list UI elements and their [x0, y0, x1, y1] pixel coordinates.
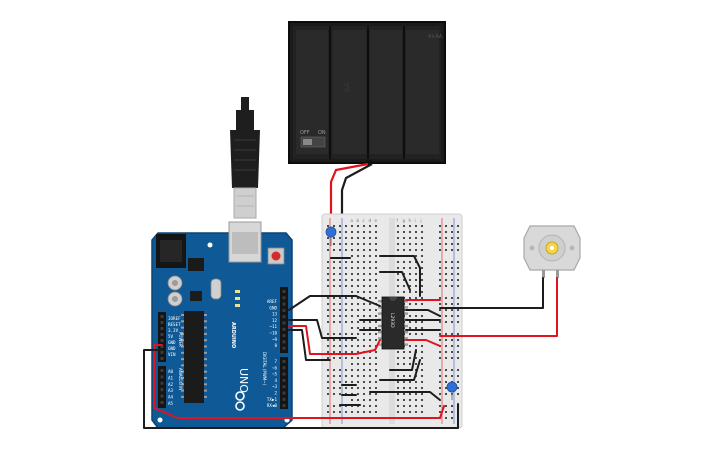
wire-pin10[interactable] [288, 325, 357, 355]
arduino-model-label: UNO [237, 368, 250, 393]
analog-header-label: ANALOG IN [178, 368, 183, 390]
usb-cable[interactable] [230, 97, 260, 219]
pin-label: 3.3V [168, 328, 179, 333]
pin-label: A1 [168, 375, 174, 380]
battery-cell-label: AA [343, 82, 351, 92]
pin-label: GND [168, 340, 176, 345]
motor-lead-red[interactable] [439, 277, 558, 337]
reset-button[interactable] [267, 247, 285, 265]
jumper-11[interactable] [355, 295, 381, 307]
pin-label: A5 [168, 401, 174, 406]
analog-header [158, 366, 166, 408]
battery-power-switch[interactable]: OFF ON [300, 130, 326, 148]
pin-label: ~9 [272, 337, 278, 342]
pin-label: ~3 [272, 384, 278, 389]
digital-header-bottom [280, 357, 288, 409]
wire-5v[interactable] [153, 344, 445, 419]
jumper-5[interactable] [405, 309, 441, 317]
pin-label: ~5 [272, 372, 278, 377]
battery-top-label: 4×AA [428, 34, 443, 40]
jumper-12[interactable] [355, 339, 381, 355]
breadboard-column-label: a [351, 218, 354, 223]
arduino-brand-label: ARDUINO [230, 322, 236, 348]
jumper-15[interactable] [389, 349, 417, 371]
breadboard-column-label: g [403, 218, 406, 223]
l293d-driver-ic[interactable]: L293D [378, 296, 408, 350]
pin-label: 2 [274, 391, 277, 396]
battery-cell-slots [329, 26, 405, 159]
pin-label: GND [269, 305, 277, 310]
breadboard-column-label: e [375, 218, 378, 223]
pin-label: 5V [168, 334, 174, 339]
arduino-logo [235, 391, 245, 411]
pin-label: AREF [267, 299, 278, 304]
jumper-16[interactable] [379, 359, 421, 381]
breadboard-column-label: j [420, 218, 422, 223]
breadboard-column-label: c [363, 218, 365, 223]
pin-label: ~10 [269, 331, 277, 336]
breadboard-column-label: f [397, 218, 399, 223]
wire-pin13[interactable] [288, 295, 357, 311]
jumper-2[interactable] [379, 255, 421, 297]
pin-label: 12 [272, 318, 278, 323]
pin-label: VIN [168, 352, 176, 357]
ic-label: L293D [389, 313, 395, 328]
pin-label: 13 [272, 312, 278, 317]
pin-label: TX▶1 [267, 397, 278, 402]
pin-label: A3 [168, 388, 174, 393]
pin-label: A0 [168, 369, 174, 374]
jumper-3[interactable] [379, 271, 411, 291]
battery-pack[interactable]: 4×AA AA OFF ON [288, 21, 446, 165]
breadboard-column-label: i [415, 218, 416, 223]
pin-label: A4 [168, 395, 174, 400]
atmega-chip [184, 311, 204, 403]
pin-label: 4 [274, 378, 277, 383]
pin-label: 8 [274, 343, 277, 348]
pin-label: IOREF [168, 316, 181, 321]
wire-pin11[interactable] [288, 319, 357, 339]
battery-red-lead[interactable] [329, 162, 369, 232]
breadboard-column-label: h [409, 218, 412, 223]
pin-label: RESET [168, 322, 181, 327]
pin-label: A2 [168, 382, 174, 387]
power-header [158, 312, 166, 362]
power-header-label: POWER [178, 332, 183, 347]
wire-gnd[interactable] [143, 349, 459, 429]
crystal-oscillator [210, 278, 222, 300]
status-leds [235, 290, 240, 307]
pin-label: 7 [274, 359, 277, 364]
digital-header-label: DIGITAL (PWM~) [262, 352, 267, 386]
breadboard-column-label: d [369, 218, 372, 223]
pin-label: RX◀0 [267, 403, 278, 408]
pin-label: ~6 [272, 365, 278, 370]
switch-off-label: OFF [300, 130, 310, 136]
pin-label: GND [168, 346, 176, 351]
wire-pin9[interactable] [288, 329, 331, 361]
switch-on-label: ON [318, 130, 326, 136]
motor-lead-black[interactable] [439, 277, 544, 309]
dc-motor[interactable] [523, 225, 581, 278]
jumper-8[interactable] [405, 339, 441, 347]
jumper-17[interactable] [369, 391, 441, 401]
pin-label: ~11 [269, 324, 277, 329]
capacitor-bottom[interactable] [446, 381, 458, 400]
capacitor-top[interactable] [325, 226, 337, 246]
voltage-regulator [188, 258, 204, 271]
breadboard-column-label: b [357, 218, 360, 223]
digital-header-top [280, 287, 288, 353]
